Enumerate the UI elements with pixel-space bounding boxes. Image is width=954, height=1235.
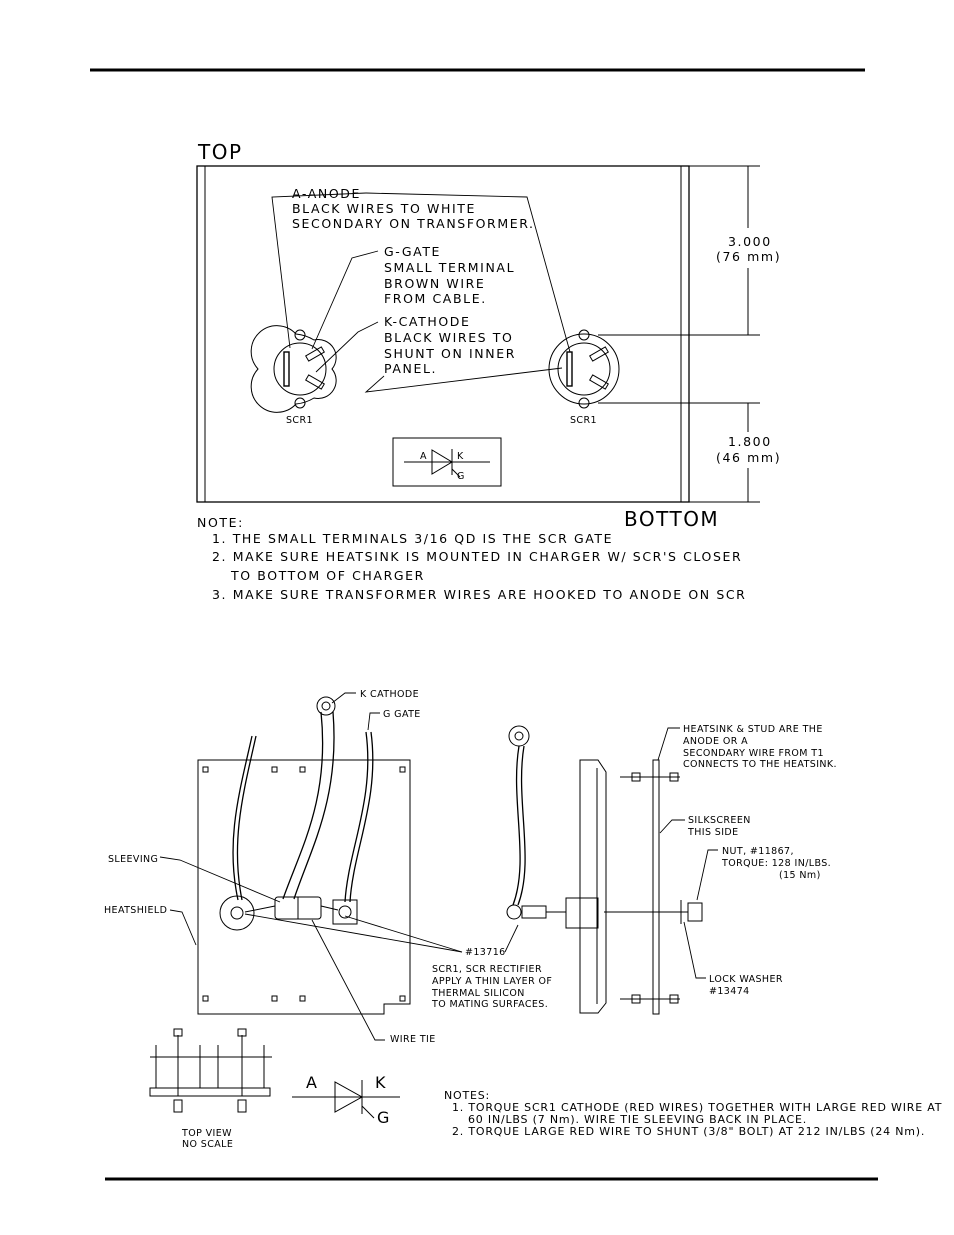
scr1-left	[250, 325, 337, 413]
svg-text:1. THE SMALL TERMINALS 3/16 Q: 1. THE SMALL TERMINALS 3/16 QD IS THE SC…	[212, 531, 613, 546]
svg-text:BROWN WIRE: BROWN WIRE	[384, 276, 485, 291]
svg-text:A: A	[420, 451, 427, 462]
dimension-lines	[598, 165, 760, 503]
svg-text:G: G	[457, 471, 465, 482]
svg-text:K CATHODE: K CATHODE	[360, 689, 419, 700]
lower-notes: NOTES: 1. TORQUE SCR1 CATHODE (RED WIRES…	[444, 1089, 942, 1138]
small-top-view	[149, 1028, 272, 1113]
svg-text:SCR1, SCR RECTIFIER: SCR1, SCR RECTIFIER	[432, 964, 542, 975]
svg-text:#13716: #13716	[465, 947, 506, 958]
svg-text:A-ANODE: A-ANODE	[292, 186, 361, 201]
svg-text:SMALL TERMINAL: SMALL TERMINAL	[384, 260, 515, 275]
gate-callout: G-GATE SMALL TERMINAL BROWN WIRE FROM CA…	[384, 244, 515, 306]
heatshield-assembly	[197, 696, 411, 1015]
svg-text:SHUNT ON INNER: SHUNT ON INNER	[384, 346, 516, 361]
label-bottom: BOTTOM	[624, 507, 719, 531]
anode-callout: A-ANODE BLACK WIRES TO WHITE SECONDARY O…	[292, 186, 535, 231]
svg-text:HEATSINK & STUD ARE THE: HEATSINK & STUD ARE THE	[683, 724, 823, 735]
svg-text:HEATSHIELD: HEATSHIELD	[104, 905, 167, 916]
svg-text:TO MATING SURFACES.: TO MATING SURFACES.	[431, 999, 548, 1010]
scr-right-label: SCR1	[570, 415, 597, 426]
svg-text:APPLY A THIN LAYER OF: APPLY A THIN LAYER OF	[432, 976, 552, 987]
leader-lines	[271, 192, 571, 393]
svg-text:ANODE OR A: ANODE OR A	[683, 736, 748, 747]
svg-text:CONNECTS TO THE HEATSINK.: CONNECTS TO THE HEATSINK.	[683, 759, 837, 770]
svg-text:SECONDARY ON TRANSFORMER.: SECONDARY ON TRANSFORMER.	[292, 216, 535, 231]
dim-bottom-mm: (46 mm)	[716, 450, 781, 465]
svg-text:K: K	[375, 1073, 386, 1092]
dim-top-value: 3.000	[728, 234, 772, 249]
svg-text:2. MAKE SURE HEATSINK IS MOUN: 2. MAKE SURE HEATSINK IS MOUNTED IN CHAR…	[212, 549, 742, 564]
scr1-right	[548, 329, 620, 409]
svg-text:FROM CABLE.: FROM CABLE.	[384, 291, 487, 306]
label-top: TOP	[197, 140, 243, 164]
svg-text:THIS SIDE: THIS SIDE	[687, 827, 739, 838]
svg-text:#13474: #13474	[709, 986, 750, 997]
svg-text:(15 Nm): (15 Nm)	[779, 870, 821, 881]
svg-text:A: A	[306, 1073, 317, 1092]
svg-text:K-CATHODE: K-CATHODE	[384, 314, 471, 329]
lower-scr-symbol: A K G	[292, 1073, 400, 1127]
svg-text:BLACK WIRES TO: BLACK WIRES TO	[384, 330, 513, 345]
lower-callouts: K CATHODE G GATE SLEEVING HEATSHIELD #13…	[104, 689, 837, 1045]
svg-text:TO BOTTOM OF CHARGER: TO BOTTOM OF CHARGER	[230, 568, 425, 583]
top-view-label: TOP VIEW	[181, 1128, 232, 1139]
svg-text:SECONDARY WIRE FROM T1: SECONDARY WIRE FROM T1	[683, 748, 824, 759]
svg-text:2. TORQUE LARGE RED WIRE TO S: 2. TORQUE LARGE RED WIRE TO SHUNT (3/8" …	[452, 1125, 925, 1138]
svg-text:1. TORQUE SCR1 CATHODE (RED W: 1. TORQUE SCR1 CATHODE (RED WIRES) TOGET…	[452, 1101, 942, 1114]
scr-left-label: SCR1	[286, 415, 313, 426]
svg-text:60 IN/LBS (7 Nm). WIRE TIE S: 60 IN/LBS (7 Nm). WIRE TIE SLEEVING BACK…	[468, 1113, 807, 1126]
svg-text:NOTES:: NOTES:	[444, 1089, 490, 1102]
svg-text:LOCK WASHER: LOCK WASHER	[709, 974, 783, 985]
svg-text:TORQUE: 128 IN/LBS.: TORQUE: 128 IN/LBS.	[721, 858, 831, 869]
upper-notes: NOTE: 1. THE SMALL TERMINALS 3/16 QD IS …	[197, 515, 746, 602]
cathode-callout: K-CATHODE BLACK WIRES TO SHUNT ON INNER …	[384, 314, 516, 376]
svg-text:NOTE:: NOTE:	[197, 515, 244, 530]
heatsink-side-view	[506, 725, 703, 1015]
dim-top-mm: (76 mm)	[716, 249, 781, 264]
svg-text:SILKSCREEN: SILKSCREEN	[688, 815, 751, 826]
svg-text:G: G	[377, 1108, 389, 1127]
dim-bottom-value: 1.800	[728, 434, 772, 449]
svg-text:WIRE TIE: WIRE TIE	[390, 1034, 436, 1045]
svg-text:K: K	[457, 451, 464, 462]
heatsink-top-view: TOP SCR1 SCR1 A-ANODE BL	[196, 140, 781, 531]
svg-text:3. MAKE SURE TRANSFORMER WIRE: 3. MAKE SURE TRANSFORMER WIRES ARE HOOKE…	[212, 587, 746, 602]
svg-text:PANEL.: PANEL.	[384, 361, 437, 376]
svg-text:BLACK WIRES TO WHITE: BLACK WIRES TO WHITE	[292, 201, 476, 216]
lower-leaders	[159, 692, 718, 1041]
svg-text:SLEEVING: SLEEVING	[108, 854, 158, 865]
svg-text:NUT, #11867,: NUT, #11867,	[722, 846, 794, 857]
svg-text:G GATE: G GATE	[383, 709, 421, 720]
svg-text:THERMAL SILICON: THERMAL SILICON	[431, 988, 525, 999]
no-scale-label: NO SCALE	[182, 1139, 233, 1150]
svg-text:G-GATE: G-GATE	[384, 244, 441, 259]
scr-symbol-box: A K G	[392, 437, 502, 487]
